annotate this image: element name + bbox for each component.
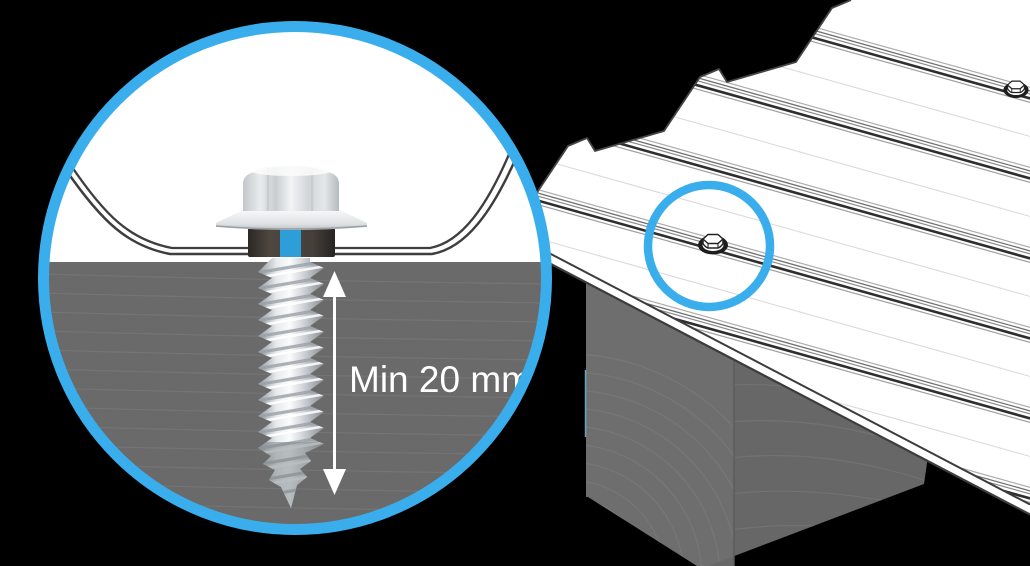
purlin-end-face: [586, 272, 734, 566]
embedment-depth-arrow: [323, 271, 346, 495]
corrugated-roof-sheet: [531, 0, 1030, 516]
fastener-highlight-circle: [643, 180, 775, 312]
timber-purlin: [584, 272, 928, 566]
flange-underside-edge: [215, 225, 368, 230]
hex-head: [243, 166, 339, 211]
detail-magnifier-circle: Min 20 mm: [38, 21, 552, 535]
purlin-side-face: [708, 352, 928, 566]
sheet-cut-edge: [531, 0, 852, 201]
seal-blue-core: [280, 228, 301, 257]
flange-washer: [216, 210, 367, 230]
magnifier-ring: [38, 21, 552, 535]
sheet-bottom-edge: [547, 251, 1030, 516]
epdm-seal: [248, 228, 335, 257]
min-depth-label: Min 20 mm: [349, 359, 532, 400]
